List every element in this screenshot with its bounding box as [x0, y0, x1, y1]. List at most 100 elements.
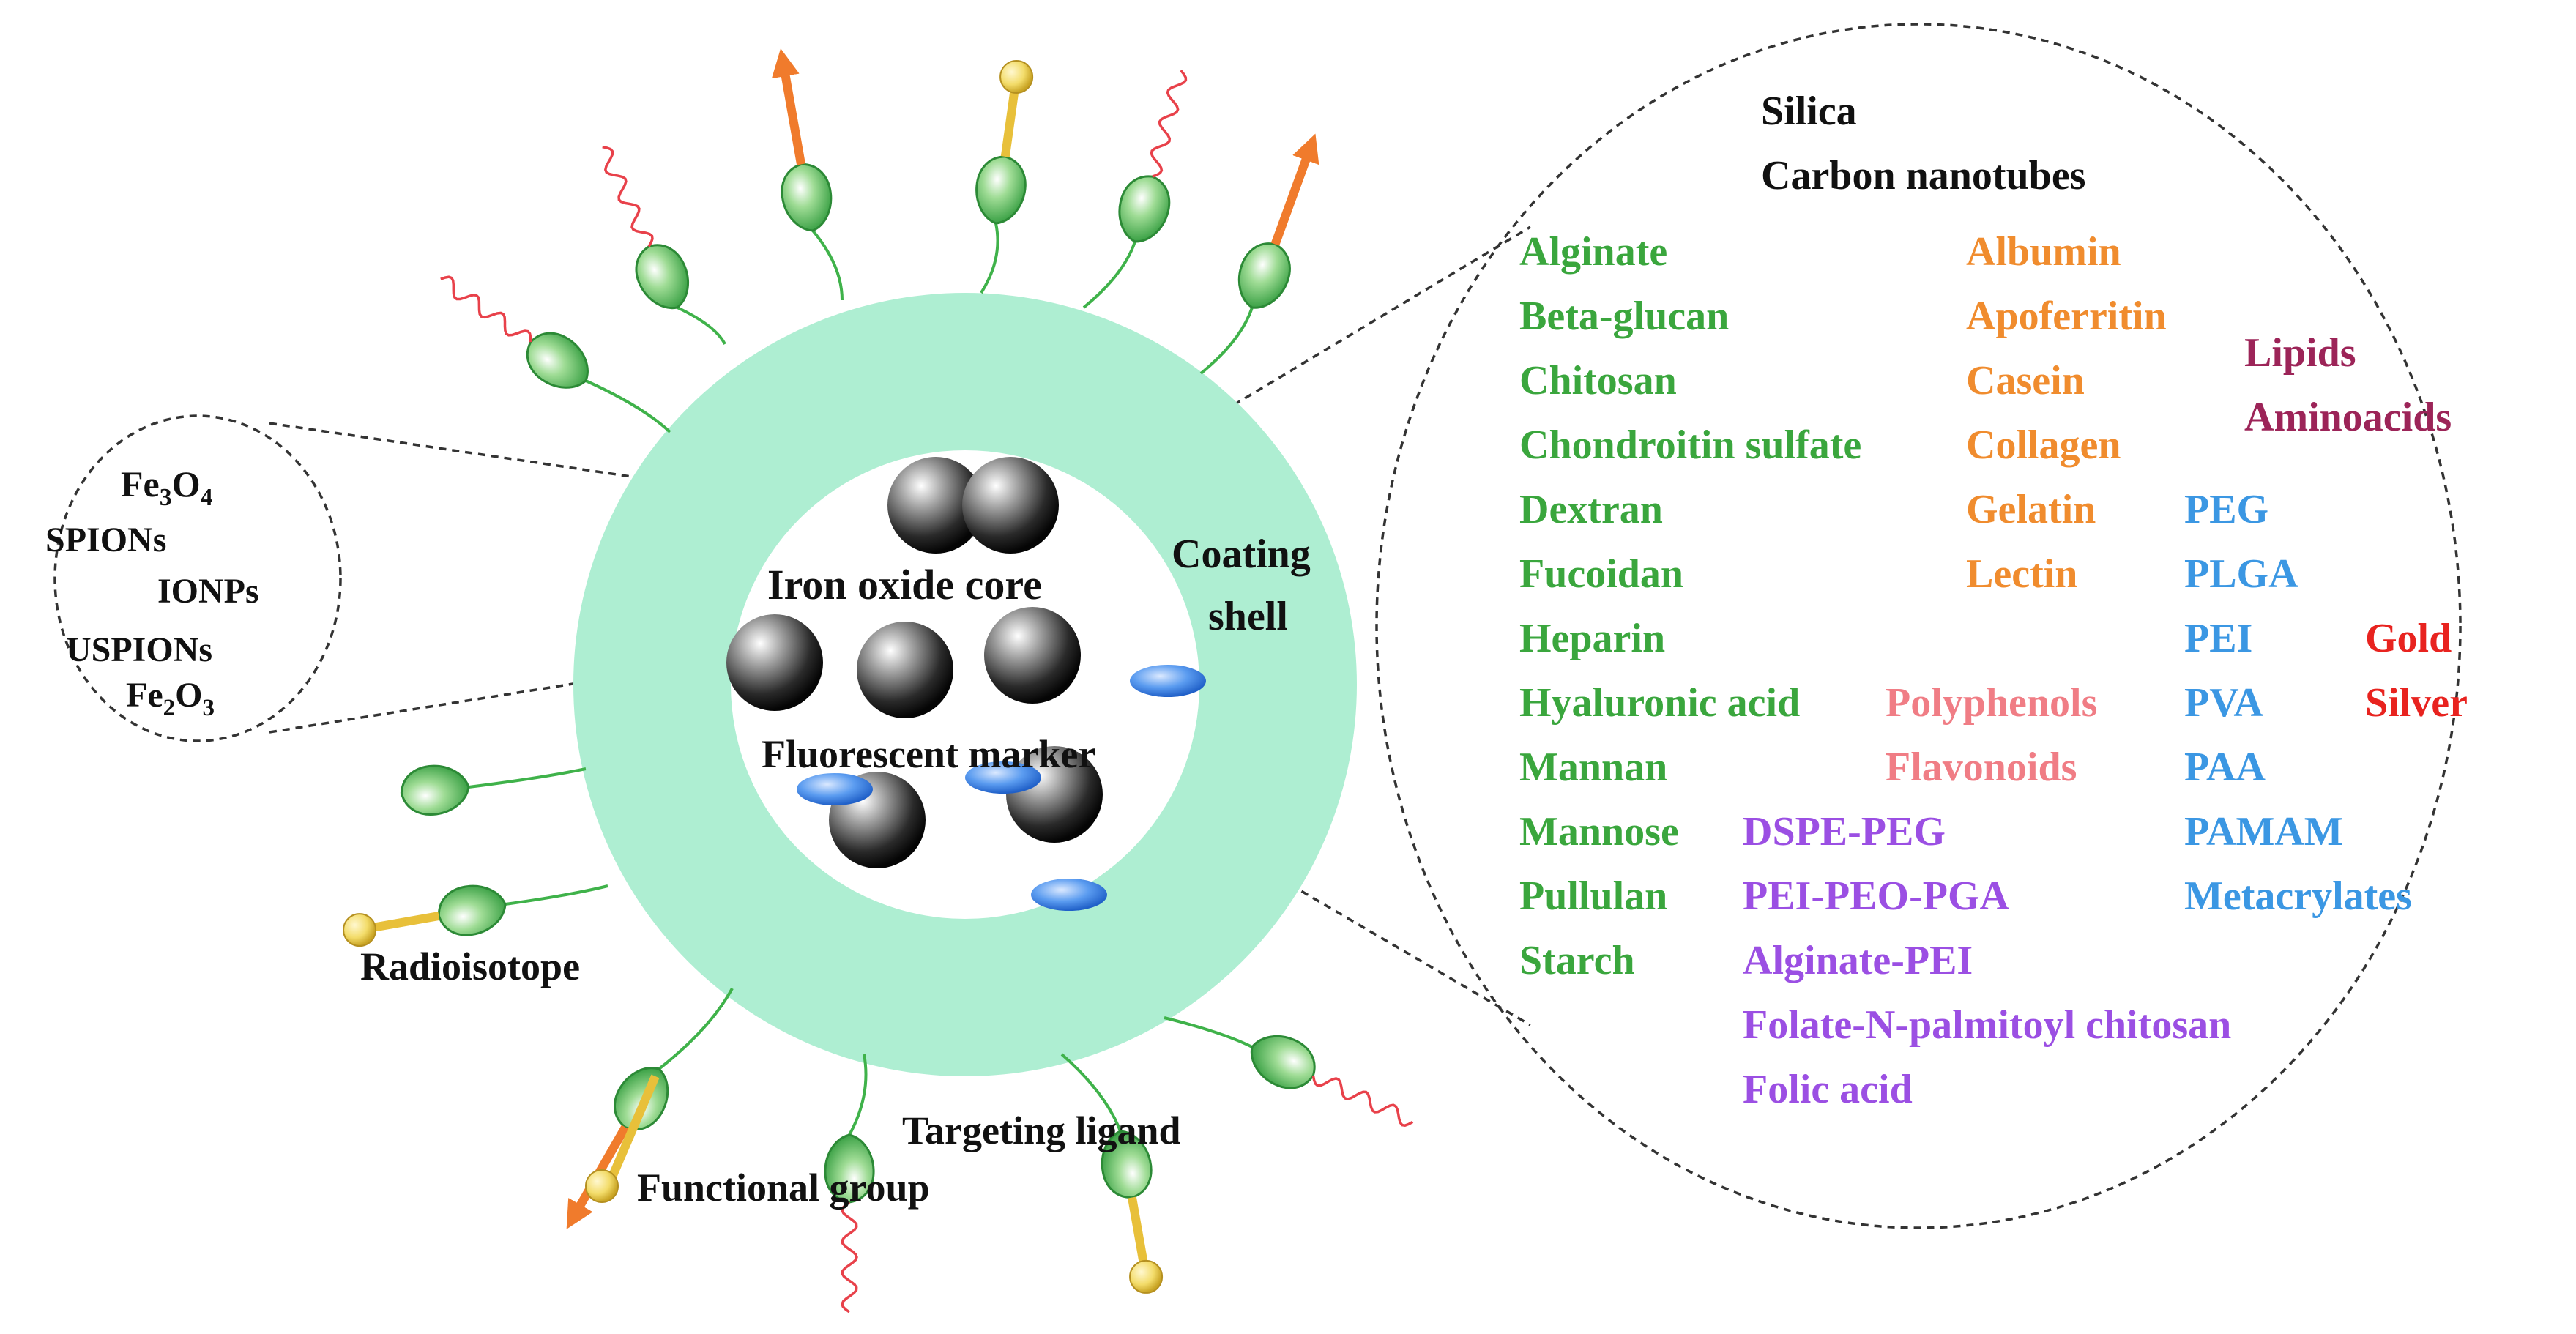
- ligand-tail: [585, 379, 671, 433]
- coating-materials-circle: [1375, 23, 2462, 1229]
- ligand-tail: [1199, 307, 1254, 375]
- material-peg: PEG: [2184, 487, 2268, 532]
- surface-ligands: [343, 48, 1414, 1313]
- ligand-tail: [980, 223, 999, 294]
- material-gold: Gold: [2365, 616, 2452, 661]
- yellow-pin-radioisotope-icon: [585, 1169, 619, 1203]
- core-particles: [726, 457, 1103, 868]
- fluorescent-marker-label: Fluorescent marker: [762, 732, 1095, 776]
- material-pva: PVA: [2184, 680, 2263, 726]
- ligand-tail: [658, 988, 734, 1070]
- material-lectin: Lectin: [1966, 551, 2077, 597]
- orange-arrow-functional-group-icon: [1270, 133, 1319, 246]
- fluorescent-marker-icon: [797, 773, 873, 805]
- green-bulb-ligand-icon: [635, 244, 690, 310]
- fe3o4-label: Fe3O4: [121, 463, 213, 511]
- material-dextran: Dextran: [1519, 487, 1663, 532]
- ligand-tail: [811, 229, 844, 301]
- material-apoferritin: Apoferritin: [1966, 294, 2167, 339]
- ionps-label: IONPs: [157, 572, 259, 611]
- red-wavy-chain-icon: [841, 1201, 858, 1313]
- green-bulb-ligand-icon: [1118, 175, 1171, 243]
- red-wavy-chain-icon: [1311, 1075, 1414, 1127]
- material-chondroitin-sulfate: Chondroitin sulfate: [1519, 422, 1861, 468]
- material-polyphenols: Polyphenols: [1886, 680, 2097, 726]
- material-pei: PEI: [2184, 616, 2252, 661]
- green-bulb-ligand-icon: [437, 884, 507, 936]
- material-casein: Casein: [1966, 358, 2085, 403]
- material-albumin: Albumin: [1966, 229, 2121, 275]
- targeting-ligand-label: Targeting ligand: [902, 1108, 1181, 1152]
- coating-shell-label-line2: shell: [1208, 594, 1288, 639]
- yellow-pin-radioisotope-icon: [999, 59, 1034, 94]
- material-dspe-peg: DSPE-PEG: [1743, 809, 1946, 854]
- iron-oxide-sphere-icon: [726, 614, 823, 711]
- spions-label: SPIONs: [45, 521, 166, 559]
- ligand-tail: [505, 884, 608, 906]
- iron-oxide-sphere-icon: [887, 457, 984, 554]
- yellow-pin-radioisotope-icon: [343, 913, 377, 947]
- material-alginate-pei: Alginate-PEI: [1743, 938, 1973, 983]
- iron-oxide-sphere-icon: [962, 457, 1059, 554]
- material-aminoacids: Aminoacids: [2244, 395, 2452, 440]
- functional-group-label: Functional group: [637, 1166, 930, 1210]
- coating-materials-list: Silica Carbon nanotubes Alginate Beta-gl…: [1519, 89, 2468, 1112]
- red-wavy-chain-icon: [1150, 70, 1188, 178]
- material-folate-n-palmitoyl-chitosan: Folate-N-palmitoyl chitosan: [1743, 1002, 2231, 1048]
- green-bulb-ligand-icon: [1250, 1035, 1316, 1089]
- ligand-tail: [468, 767, 587, 789]
- material-silver: Silver: [2365, 680, 2468, 726]
- material-mannan: Mannan: [1519, 745, 1667, 790]
- material-beta-glucan: Beta-glucan: [1519, 294, 1729, 339]
- fluorescent-markers: [797, 665, 1206, 911]
- iron-oxide-core-label: Iron oxide core: [767, 561, 1042, 608]
- red-wavy-chain-icon: [440, 275, 532, 343]
- material-paa: PAA: [2184, 745, 2266, 790]
- yellow-pin-radioisotope-icon: [1129, 1259, 1164, 1294]
- fe2o3-label: Fe2O3: [126, 676, 215, 721]
- material-carbon-nanotubes: Carbon nanotubes: [1761, 153, 2085, 198]
- iron-oxide-sphere-icon: [857, 622, 953, 718]
- iron-oxide-sphere-icon: [984, 607, 1081, 704]
- green-bulb-ligand-icon: [975, 155, 1027, 225]
- radioisotope-label: Radioisotope: [360, 944, 580, 988]
- material-gelatin: Gelatin: [1966, 487, 2096, 532]
- material-lipids: Lipids: [2244, 330, 2356, 376]
- material-flavonoids: Flavonoids: [1886, 745, 2077, 790]
- ligand-tail: [1060, 1053, 1122, 1132]
- material-silica: Silica: [1761, 89, 1857, 134]
- green-bulb-ligand-icon: [400, 764, 470, 816]
- green-bulb-ligand-icon: [526, 332, 589, 389]
- material-pamam: PAMAM: [2184, 809, 2343, 854]
- ligand-tail: [1082, 241, 1136, 309]
- yellow-stick: [607, 1074, 660, 1181]
- green-bulb-ligand-icon: [781, 163, 833, 232]
- material-plga: PLGA: [2184, 551, 2298, 597]
- ligand-tail: [848, 1054, 868, 1136]
- material-chitosan: Chitosan: [1519, 358, 1677, 403]
- material-metacrylates: Metacrylates: [2184, 873, 2412, 919]
- ligand-tail: [677, 306, 726, 345]
- material-mannose: Mannose: [1519, 809, 1679, 854]
- green-bulb-ligand-icon: [1237, 242, 1291, 309]
- core-types-circle: [53, 414, 342, 742]
- material-collagen: Collagen: [1966, 422, 2121, 468]
- material-hyaluronic-acid: Hyaluronic acid: [1519, 680, 1800, 726]
- material-starch: Starch: [1519, 938, 1635, 983]
- fluorescent-marker-icon: [1031, 879, 1107, 911]
- fluorescent-marker-icon: [1130, 665, 1206, 697]
- coating-shell-label-line1: Coating: [1172, 532, 1311, 577]
- orange-arrow-functional-group-icon: [566, 1125, 630, 1229]
- uspions-label: USPIONs: [66, 630, 212, 669]
- material-pullulan: Pullulan: [1519, 873, 1667, 919]
- material-alginate: Alginate: [1519, 229, 1667, 275]
- material-pei-peo-pga: PEI-PEO-PGA: [1743, 873, 2010, 919]
- fluorescent-marker-icon: [965, 761, 1041, 794]
- material-folic-acid: Folic acid: [1743, 1067, 1913, 1112]
- material-fucoidan: Fucoidan: [1519, 551, 1683, 597]
- orange-arrow-functional-group-icon: [771, 48, 805, 165]
- red-wavy-chain-icon: [602, 145, 654, 247]
- material-heparin: Heparin: [1519, 616, 1665, 661]
- ligand-tail: [1164, 1016, 1253, 1048]
